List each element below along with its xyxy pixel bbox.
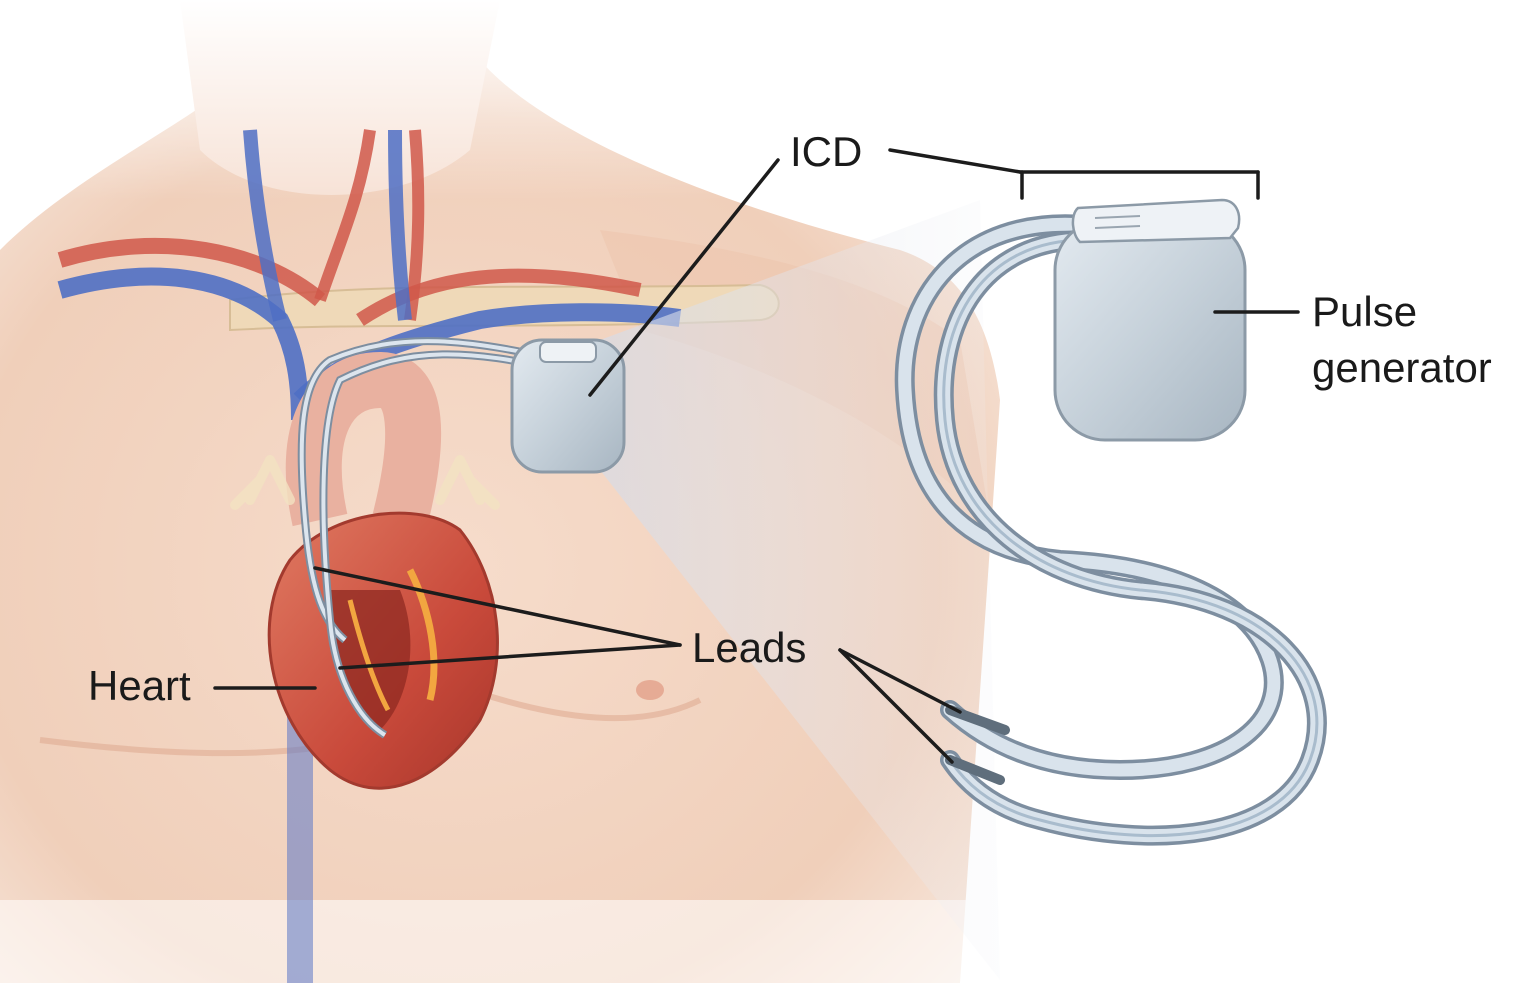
label-leads: Leads (692, 624, 806, 671)
label-heart: Heart (88, 662, 191, 709)
implanted-icd-device (512, 340, 624, 472)
label-pulse-generator-line1: Pulse (1312, 288, 1417, 335)
pulse-generator-device (1055, 200, 1245, 440)
label-icd: ICD (790, 128, 862, 175)
label-pulse-generator-line2: generator (1312, 344, 1492, 391)
